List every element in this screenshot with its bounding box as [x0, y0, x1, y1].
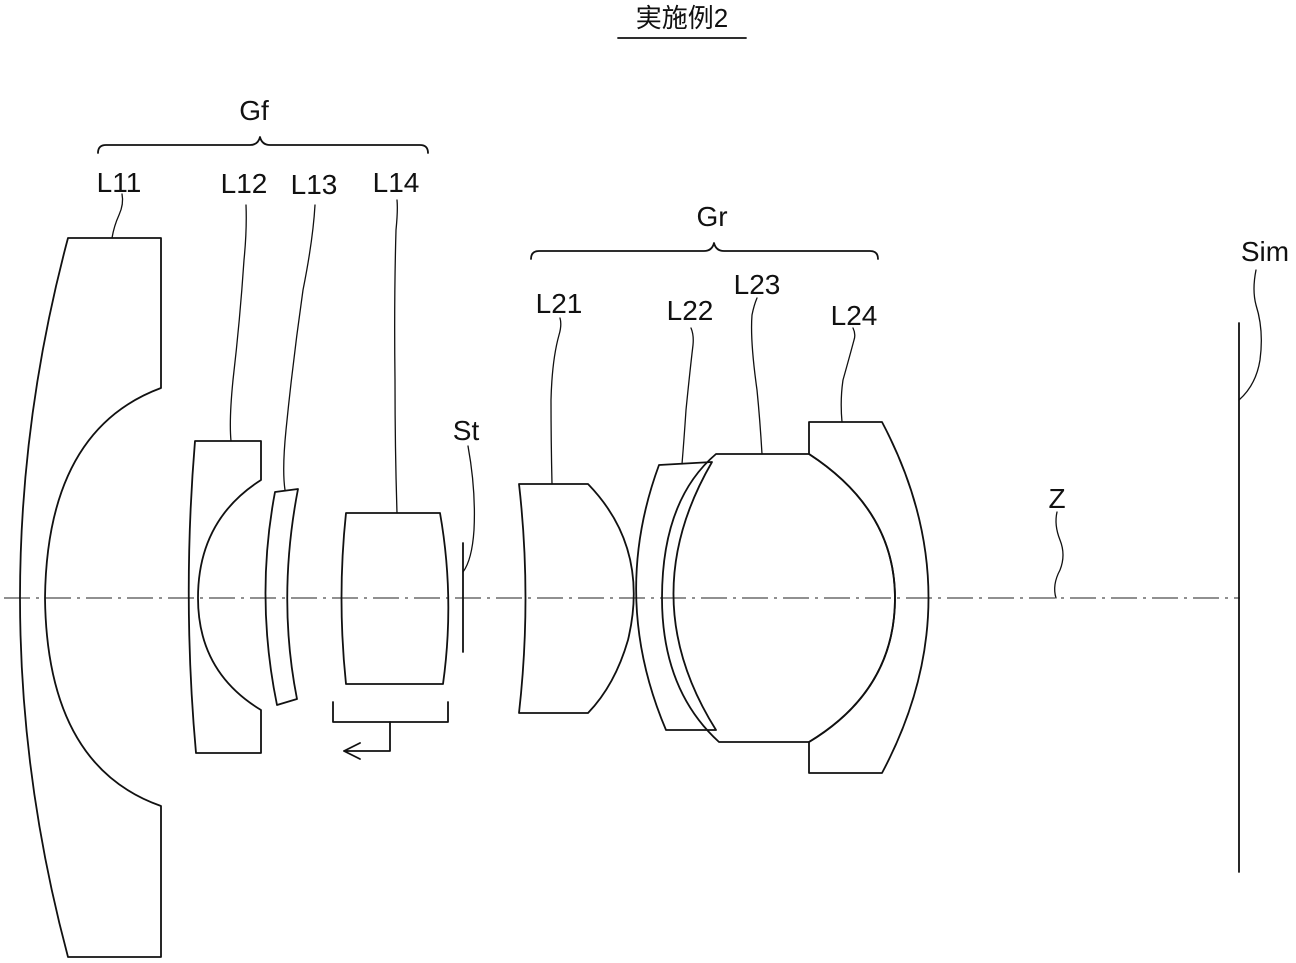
- diagram-title: 実施例2: [636, 3, 728, 33]
- focus-move-bracket: [333, 702, 448, 722]
- focus-move-arrow: [344, 722, 390, 759]
- label-l23: L23: [734, 269, 781, 300]
- group-gf-brace: [98, 137, 428, 153]
- label-l24: L24: [831, 300, 878, 331]
- leader-image-plane: [1239, 270, 1261, 400]
- leader-axis: [1055, 512, 1063, 598]
- leader-l23: [752, 298, 762, 454]
- label-stop: St: [453, 415, 480, 446]
- leader-l21: [551, 318, 561, 484]
- label-l14: L14: [373, 167, 420, 198]
- leader-stop: [463, 446, 474, 572]
- label-image-plane: Sim: [1241, 236, 1289, 267]
- group-gf-label: Gf: [239, 95, 269, 126]
- leader-l24: [841, 328, 855, 422]
- leader-l12: [230, 205, 246, 441]
- label-axis-z: Z: [1048, 483, 1065, 514]
- leader-l11: [112, 194, 123, 238]
- group-gr-label: Gr: [696, 201, 727, 232]
- lens-l13: [265, 489, 298, 705]
- lens-l12: [189, 441, 261, 753]
- label-l22: L22: [667, 295, 714, 326]
- group-gr-brace: [531, 243, 878, 259]
- label-l12: L12: [221, 168, 268, 199]
- leader-l13: [284, 205, 315, 490]
- lens-l21: [519, 484, 634, 713]
- lens-l22: [636, 462, 716, 730]
- label-l21: L21: [536, 288, 583, 319]
- leader-l22: [682, 328, 693, 464]
- label-l13: L13: [291, 169, 338, 200]
- label-l11: L11: [97, 167, 142, 198]
- leader-l14: [395, 200, 398, 513]
